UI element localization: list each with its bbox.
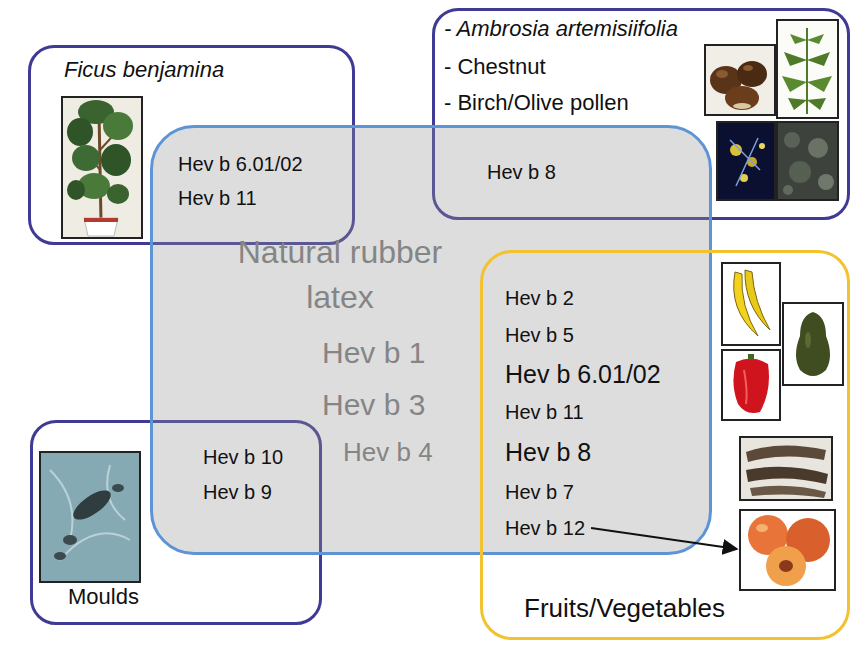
- text-slot: Hev b 3: [322, 387, 425, 423]
- text-slot: Ficus benjamina: [64, 57, 224, 83]
- text-slot: Hev b 4: [343, 437, 433, 468]
- text-slot: Natural rubber latex: [210, 230, 470, 320]
- avocado-photo: [783, 303, 843, 385]
- birch-pollen-photo: [717, 122, 775, 200]
- food-group: Fruits/Vegetables: [480, 250, 850, 640]
- dried-produce-photo: [740, 437, 832, 500]
- olive-pollen-photo: [777, 122, 838, 200]
- text-slot: - Birch/Olive pollen: [444, 90, 629, 116]
- text-slot: Moulds: [68, 584, 139, 610]
- text-slot: Hev b 1: [322, 335, 425, 371]
- group-title: - Ambrosia artemisiifolia: [444, 16, 678, 42]
- banana-photo: [722, 263, 780, 345]
- text-slot: - Chestnut: [444, 54, 546, 80]
- peach-photo: [740, 510, 835, 590]
- group-item: - Chestnut: [444, 54, 546, 80]
- group-title: Fruits/Vegetables: [524, 593, 725, 624]
- mould-photo: [40, 452, 140, 582]
- group-item: Hev b 3: [322, 387, 425, 423]
- group-item: Hev b 1: [322, 335, 425, 371]
- text-slot: Fruits/Vegetables: [524, 593, 725, 624]
- group-title: Moulds: [68, 584, 139, 610]
- text-slot: - Ambrosia artemisiifolia: [444, 16, 678, 42]
- chestnut-photo: [705, 45, 775, 115]
- group-item: - Birch/Olive pollen: [444, 90, 629, 116]
- ambrosia-photo: [777, 20, 838, 118]
- ficus-photo: [62, 97, 142, 238]
- group-title: Ficus benjamina: [64, 57, 224, 83]
- group-item: Hev b 4: [343, 437, 433, 468]
- group-title: Natural rubber latex: [210, 230, 470, 320]
- latex-region: Natural rubber latexHev b 1 Hev b 3 Hev b …: [150, 125, 712, 555]
- pepper-photo: [722, 350, 780, 420]
